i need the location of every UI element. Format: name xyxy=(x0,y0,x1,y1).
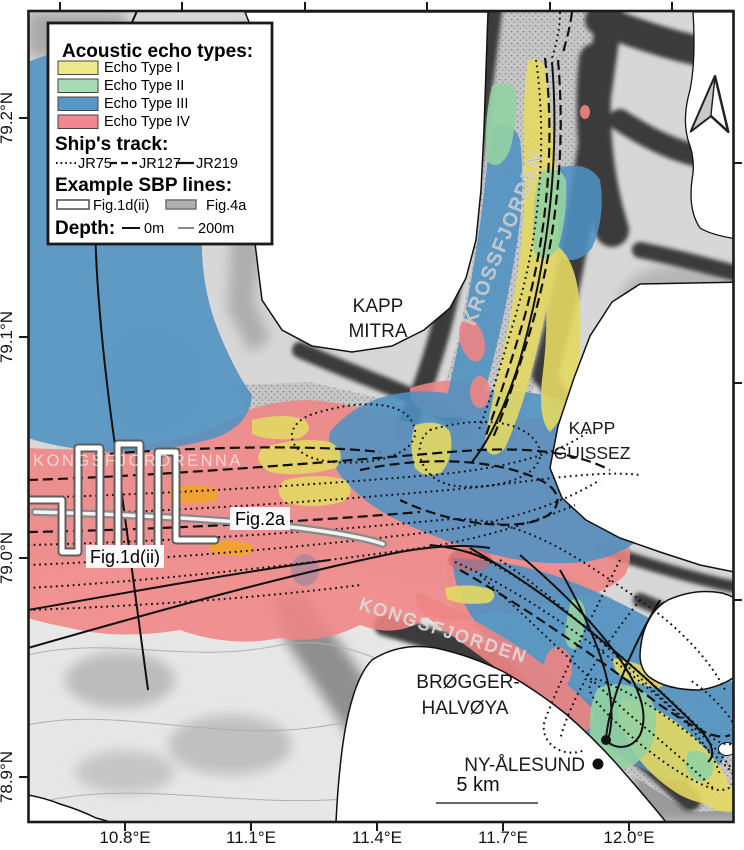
legend-depth-title: Depth: xyxy=(55,218,115,239)
legend-symbol-fig4a xyxy=(165,199,197,210)
echo-type-ii-region xyxy=(485,82,713,782)
legend-label-0m: 0m xyxy=(144,221,164,237)
legend-label-jr219: JR219 xyxy=(196,156,238,172)
map-body: Fig.2a Fig.1d(ii) KONGSFJORDRENNA KROSSF… xyxy=(29,12,733,821)
annotation-fig1dii: Fig.1d(ii) xyxy=(86,545,164,568)
lon-tick-label: 10.8°E xyxy=(99,828,150,847)
lon-tick-label: 11.1°E xyxy=(226,828,276,847)
label-brogger-2: HALVØYA xyxy=(422,698,509,719)
axis-ticks xyxy=(19,2,742,831)
lon-tick-label: 11.4°E xyxy=(352,828,402,847)
map-frame xyxy=(27,9,735,824)
lat-axis-labels: 79.2°N 79.1°N 79.0°N 78.9°N xyxy=(0,92,16,803)
legend: Acoustic echo types: Echo Type I Echo Ty… xyxy=(46,21,274,246)
islet xyxy=(718,742,733,756)
scale-bar-label: 5 km xyxy=(456,774,499,796)
lon-tick-label: 11.7°E xyxy=(478,828,528,847)
legend-swatch-echo-type-ii xyxy=(57,78,99,93)
sbp-line-fig1dii xyxy=(29,439,220,561)
label-kapp-mitra-2: MITRA xyxy=(348,321,407,342)
fig1dii-label: Fig.1d(ii) xyxy=(90,547,160,567)
legend-symbol-fig1dii xyxy=(56,199,90,210)
legend-label-jr75: JR75 xyxy=(78,156,112,172)
fig2a-label: Fig.2a xyxy=(235,509,286,529)
legend-swatch-echo-type-iv xyxy=(57,114,99,129)
legend-label-fig4a: Fig.4a xyxy=(206,198,247,214)
legend-label-echo-type-iii: Echo Type III xyxy=(104,96,188,112)
label-brogger-1: BRØGGER- xyxy=(416,672,519,693)
scale-bar: 5 km xyxy=(436,774,538,804)
lon-axis-labels: 10.8°E 11.1°E 11.4°E 11.7°E 12.0°E xyxy=(99,828,654,847)
track-end-marker xyxy=(601,735,611,745)
north-arrow-icon xyxy=(689,74,730,134)
legend-label-echo-type-i: Echo Type I xyxy=(104,60,180,76)
legend-swatch-echo-type-iii xyxy=(57,96,99,111)
lat-tick-label: 79.1°N xyxy=(0,311,16,363)
lat-tick-label: 79.2°N xyxy=(0,92,16,144)
label-ny-alesund: NY-ÅLESUND xyxy=(464,755,585,776)
land-kapp-guissez xyxy=(549,281,733,573)
lat-tick-label: 78.9°N xyxy=(0,751,16,803)
ny-alesund-marker xyxy=(592,758,604,770)
land-northeast-strip xyxy=(684,12,733,239)
lon-tick-label: 12.0°E xyxy=(603,828,654,847)
legend-label-jr127: JR127 xyxy=(139,156,181,172)
legend-label-echo-type-ii: Echo Type II xyxy=(104,78,184,94)
legend-swatch-echo-type-i xyxy=(57,60,99,75)
legend-title: Acoustic echo types: xyxy=(62,41,253,62)
label-kapp-guissez-2: GUISSEZ xyxy=(554,443,631,463)
legend-label-echo-type-iv: Echo Type IV xyxy=(104,114,190,130)
label-kapp-guissez-1: KAPP xyxy=(569,418,616,438)
label-kongsfjordrenna: KONGSFJORDRENNA xyxy=(33,452,243,470)
land-areas xyxy=(29,12,733,821)
legend-label-200m: 200m xyxy=(198,221,234,237)
place-labels: KAPP MITRA KAPP GUISSEZ BRØGGER- HALVØYA… xyxy=(348,296,630,776)
legend-ships-track-title: Ship's track: xyxy=(55,134,168,155)
legend-label-fig1dii: Fig.1d(ii) xyxy=(93,198,149,214)
ship-tracks-jr219 xyxy=(29,12,714,763)
legend-sbp-title: Example SBP lines: xyxy=(55,175,232,196)
lat-tick-label: 79.0°N xyxy=(0,532,16,584)
land-brogger xyxy=(335,645,667,821)
label-kapp-mitra-1: KAPP xyxy=(353,296,404,317)
annotation-fig2a: Fig.2a xyxy=(230,507,290,530)
